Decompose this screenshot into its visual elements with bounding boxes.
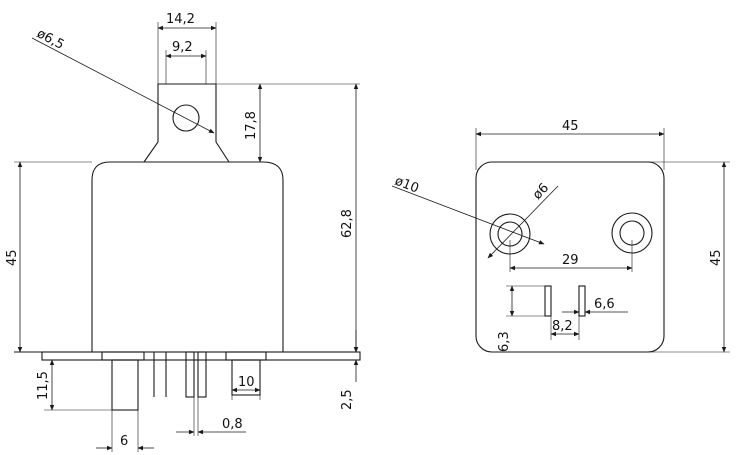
dim-body-height: 45: [5, 249, 20, 266]
side-view: 14,2 9,2 ø6,5 17,8 62,8 45 11,5 6: [5, 12, 361, 452]
dim-hole-diameter: ø6,5: [34, 26, 66, 53]
dim-bottom-width: 45: [562, 119, 579, 134]
dim-hole-outer-diameter: ø10: [393, 174, 421, 197]
dim-total-height: 62,8: [340, 209, 355, 238]
relay-body: [91, 161, 284, 353]
dim-terminal-width: 6,6: [594, 297, 615, 312]
leader-hole-inner: [487, 185, 559, 259]
terminal-left: [544, 285, 552, 317]
dim-base-thickness: 2,5: [340, 389, 355, 410]
dim-blade-gap: 0,8: [222, 417, 243, 432]
bottom-outline: [475, 161, 665, 353]
bottom-view: 45 45 ø10 ø6 29 6,3 8,2 6,6: [391, 119, 730, 353]
mounting-bracket: [143, 83, 230, 163]
terminal-right: [578, 285, 586, 317]
dim-blade-width: 10: [238, 375, 255, 390]
left-pin: [111, 359, 139, 411]
dim-hole-inner-diameter: ø6: [530, 181, 552, 203]
dim-terminal-pitch: 8,2: [552, 319, 573, 334]
dim-bracket-inner-width: 9,2: [172, 40, 193, 55]
leader-hole-outer: [391, 185, 545, 245]
right-blade: [231, 359, 261, 396]
left-pin-collar: [101, 351, 145, 361]
dim-bracket-width: 14,2: [166, 12, 195, 27]
center-blade-right: [197, 351, 207, 398]
dim-bottom-height: 45: [709, 249, 724, 266]
dim-hole-spacing: 29: [562, 253, 579, 268]
dim-terminal-height: 6,3: [497, 331, 512, 352]
base-flange: [41, 351, 361, 361]
dim-pin-width: 6: [120, 434, 128, 449]
mounting-hole: [172, 104, 200, 132]
dim-pin-length: 11,5: [36, 371, 51, 400]
leader-hole-diameter: [31, 37, 215, 134]
dim-bracket-height: 17,8: [244, 111, 259, 140]
right-blade-collar: [225, 351, 267, 361]
center-blade-left: [185, 351, 195, 398]
